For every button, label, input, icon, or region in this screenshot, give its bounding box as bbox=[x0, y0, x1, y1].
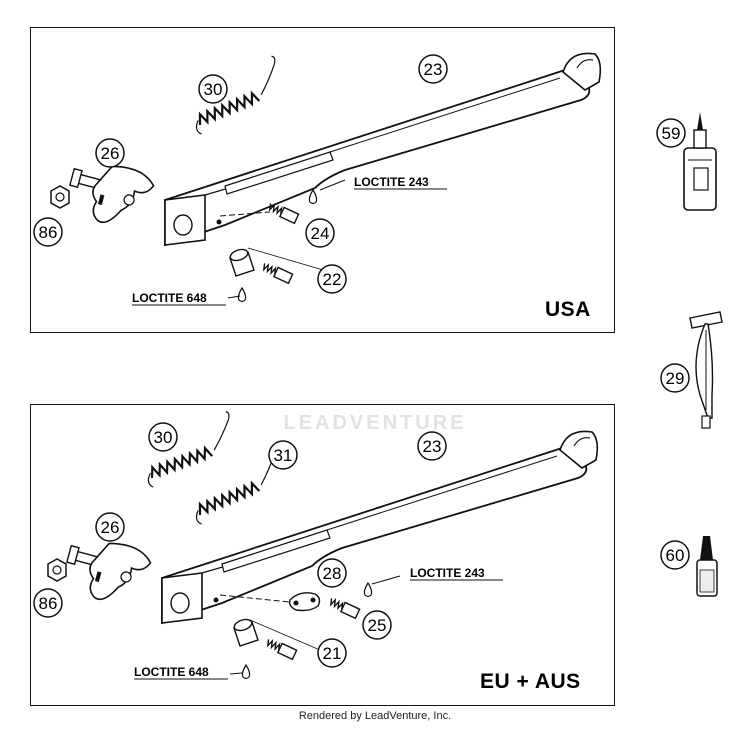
callout-number: 26 bbox=[101, 518, 120, 537]
callout-29: 29 bbox=[660, 363, 690, 393]
callout-number: 59 bbox=[662, 124, 681, 143]
region-label-eu: EU + AUS bbox=[480, 670, 581, 693]
callout-number: 28 bbox=[323, 564, 342, 583]
callout-23: 23 bbox=[418, 54, 448, 84]
loctite-bottle-icon bbox=[683, 112, 717, 211]
callout-number: 24 bbox=[311, 224, 330, 243]
callout-86: 86 bbox=[33, 588, 63, 618]
eu-loctite-648-label: LOCTITE 648 bbox=[134, 665, 209, 679]
callout-21: 21 bbox=[317, 638, 347, 668]
callout-number: 25 bbox=[368, 616, 387, 635]
callout-31: 31 bbox=[268, 440, 298, 470]
callout-28: 28 bbox=[317, 558, 347, 588]
eu-plate-28 bbox=[288, 592, 321, 612]
callout-23: 23 bbox=[417, 431, 447, 461]
callout-number: 30 bbox=[204, 80, 223, 99]
callout-30: 30 bbox=[198, 74, 228, 104]
callout-25: 25 bbox=[362, 610, 392, 640]
callout-59: 59 bbox=[656, 118, 686, 148]
callout-number: 23 bbox=[424, 60, 443, 79]
callout-number: 26 bbox=[101, 144, 120, 163]
footer-credit: Rendered by LeadVenture, Inc. bbox=[298, 710, 452, 722]
watermark: LEADVENTURE bbox=[283, 412, 467, 434]
callout-number: 60 bbox=[666, 546, 685, 565]
callout-22: 22 bbox=[317, 264, 347, 294]
callout-number: 22 bbox=[323, 270, 342, 289]
callout-24: 24 bbox=[305, 218, 335, 248]
usa-loctite-648-label: LOCTITE 648 bbox=[132, 291, 207, 305]
callout-number: 30 bbox=[154, 428, 173, 447]
small-bottle-icon bbox=[696, 536, 718, 597]
callout-number: 23 bbox=[423, 437, 442, 456]
callout-26: 26 bbox=[95, 512, 125, 542]
callout-number: 31 bbox=[274, 446, 293, 465]
callout-number: 29 bbox=[666, 369, 685, 388]
callout-number: 86 bbox=[39, 223, 58, 242]
callout-number: 21 bbox=[323, 644, 342, 663]
callout-60: 60 bbox=[660, 540, 690, 570]
callout-86: 86 bbox=[33, 217, 63, 247]
callout-30: 30 bbox=[148, 422, 178, 452]
usa-loctite-243-label: LOCTITE 243 bbox=[354, 175, 429, 189]
callout-number: 86 bbox=[39, 594, 58, 613]
t-handle-tool-icon bbox=[689, 311, 723, 429]
callout-26: 26 bbox=[95, 138, 125, 168]
eu-loctite-243-label: LOCTITE 243 bbox=[410, 566, 485, 580]
region-label-usa: USA bbox=[545, 298, 591, 321]
